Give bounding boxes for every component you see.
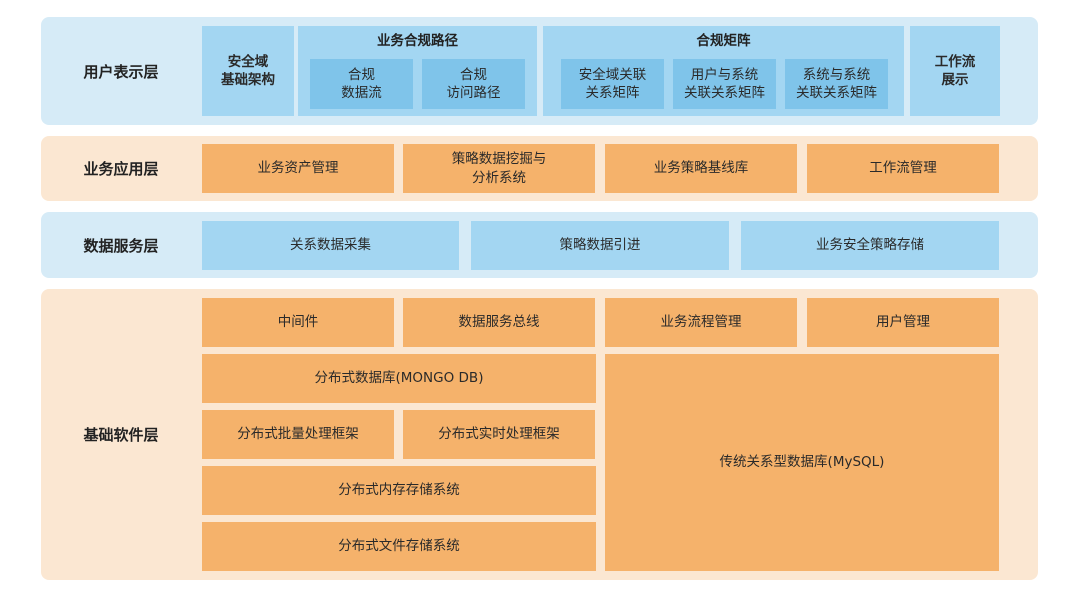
compliance-path-title: 业务合规路径 bbox=[377, 33, 458, 49]
strategy-data-import-box: 策略数据引进 bbox=[471, 221, 729, 270]
strategy-baseline-box: 业务策略基线库 bbox=[605, 144, 797, 193]
strategy-mining-box: 策略数据挖掘与 分析系统 bbox=[403, 144, 595, 193]
workflow-display-box: 工作流 展示 bbox=[910, 26, 1000, 116]
security-domain-box: 安全域 基础架构 bbox=[202, 26, 294, 116]
layer-title: 数据服务层 bbox=[83, 236, 159, 255]
memory-storage-box: 分布式内存存储系统 bbox=[202, 466, 596, 515]
mysql-box: 传统关系型数据库(MySQL) bbox=[605, 354, 999, 571]
mongo-db-box: 分布式数据库(MONGO DB) bbox=[202, 354, 596, 403]
business-process-box: 业务流程管理 bbox=[605, 298, 797, 347]
compliance-dataflow-box: 合规 数据流 bbox=[310, 59, 413, 109]
compliance-access-path-box: 合规 访问路径 bbox=[422, 59, 525, 109]
workflow-management-box: 工作流管理 bbox=[807, 144, 999, 193]
relation-data-collection-box: 关系数据采集 bbox=[202, 221, 459, 270]
file-storage-box: 分布式文件存储系统 bbox=[202, 522, 596, 571]
layer-title: 用户表示层 bbox=[83, 62, 159, 81]
data-service-bus-box: 数据服务总线 bbox=[403, 298, 595, 347]
security-domain-matrix-box: 安全域关联 关系矩阵 bbox=[561, 59, 664, 109]
realtime-processing-box: 分布式实时处理框架 bbox=[403, 410, 595, 459]
batch-processing-box: 分布式批量处理框架 bbox=[202, 410, 394, 459]
layer-title: 基础软件层 bbox=[83, 426, 159, 444]
compliance-matrix-title: 合规矩阵 bbox=[696, 33, 751, 49]
user-management-box: 用户管理 bbox=[807, 298, 999, 347]
user-system-matrix-box: 用户与系统 关联关系矩阵 bbox=[673, 59, 776, 109]
layer-title: 业务应用层 bbox=[83, 160, 159, 178]
business-asset-box: 业务资产管理 bbox=[202, 144, 394, 193]
middleware-box: 中间件 bbox=[202, 298, 394, 347]
system-system-matrix-box: 系统与系统 关联关系矩阵 bbox=[785, 59, 888, 109]
security-strategy-storage-box: 业务安全策略存储 bbox=[741, 221, 999, 270]
